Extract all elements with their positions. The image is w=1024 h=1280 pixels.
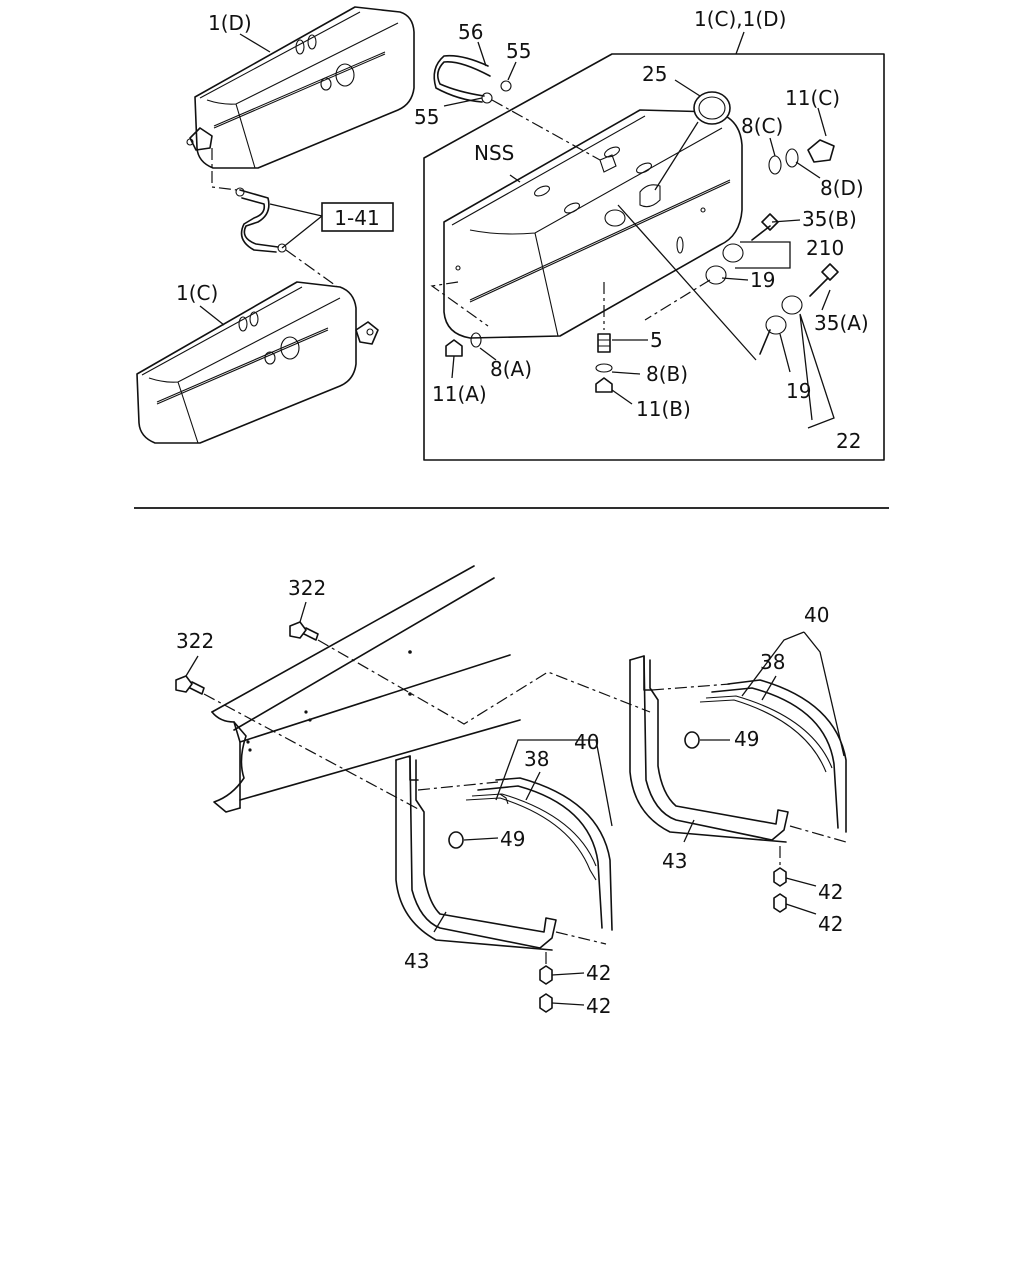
label-55-left: 55 [414, 105, 439, 129]
label-49-left: 49 [500, 827, 525, 851]
label-55-top: 55 [506, 39, 531, 63]
bracket-set-left [395, 739, 613, 1013]
reference-box: 1-41 [269, 202, 394, 249]
label-49-right: 49 [734, 727, 759, 751]
label-210: 210 [806, 236, 844, 260]
label-8b: 8(B) [646, 362, 688, 386]
label-8d: 8(D) [820, 176, 864, 200]
label-40-right: 40 [804, 603, 829, 627]
label-43-left: 43 [404, 949, 429, 973]
label-11a: 11(A) [432, 382, 487, 406]
ref-box-label: 1-41 [334, 206, 379, 230]
label-22: 22 [836, 429, 861, 453]
label-35b: 35(B) [802, 207, 857, 231]
label-nss: NSS [474, 141, 514, 165]
bolts-322 [175, 601, 651, 811]
fuel-tank-lower [136, 281, 379, 444]
bracket-labels: 322 322 40 38 49 43 42 42 40 38 49 43 42… [176, 576, 843, 1018]
fuel-tank-detail [443, 109, 743, 339]
label-38-right: 38 [760, 650, 785, 674]
label-1c: 1(C) [176, 281, 218, 305]
label-1d: 1(D) [208, 11, 252, 35]
label-35a: 35(A) [814, 311, 869, 335]
inset-parts [430, 54, 839, 393]
label-42-left-upper: 42 [586, 961, 611, 985]
label-43-right: 43 [662, 849, 687, 873]
label-8c: 8(C) [741, 114, 783, 138]
label-42-right-upper: 42 [818, 880, 843, 904]
fuel-tank-upper [186, 6, 415, 169]
inset-labels: 1(C),1(D) 56 55 55 25 11(C) 8(C) 8(D) NS… [414, 7, 869, 453]
label-19-upper: 19 [750, 268, 775, 292]
label-322-lower: 322 [176, 629, 214, 653]
chassis-frame [211, 565, 521, 813]
label-42-left-lower: 42 [586, 994, 611, 1018]
label-8a: 8(A) [490, 357, 532, 381]
label-25: 25 [642, 62, 667, 86]
label-322-upper: 322 [288, 576, 326, 600]
label-42-right-lower: 42 [818, 912, 843, 936]
label-56: 56 [458, 20, 483, 44]
label-5: 5 [650, 328, 663, 352]
bracket-set-right [629, 631, 847, 915]
inset-leaders [443, 41, 835, 429]
label-38-left: 38 [524, 747, 549, 771]
label-19-lower: 19 [786, 379, 811, 403]
inset-frame [423, 31, 885, 461]
tank-labels: 1(D) 1(C) [176, 11, 271, 326]
label-inset-title: 1(C),1(D) [694, 7, 786, 31]
hose-56 [436, 60, 491, 97]
label-11b: 11(B) [636, 397, 691, 421]
label-40-left: 40 [574, 730, 599, 754]
label-11c: 11(C) [785, 86, 840, 110]
